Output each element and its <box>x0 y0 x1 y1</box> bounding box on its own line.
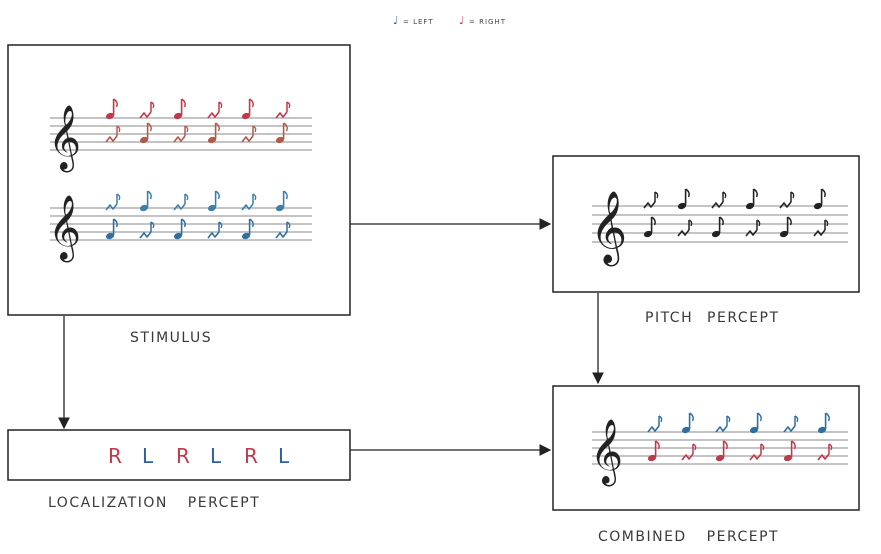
rest-lower <box>681 443 697 461</box>
note-lower <box>715 440 728 462</box>
localization-letter: L <box>210 444 222 468</box>
note-lower <box>105 218 118 240</box>
combined-percept-staff: 𝄞 <box>590 412 848 486</box>
stimulus-blue-staff: 𝄞 <box>48 190 312 262</box>
note-lower <box>779 216 792 238</box>
rest-lower <box>241 125 257 143</box>
rest-lower <box>105 125 121 143</box>
note-upper <box>677 188 690 210</box>
note-lower <box>173 218 186 240</box>
localization-percept-label: LOCALIZATION PERCEPT <box>48 495 260 511</box>
note-lower <box>207 122 220 144</box>
stimulus-label: STIMULUS <box>130 330 212 346</box>
note-upper <box>105 98 118 120</box>
localization-letter: R <box>244 444 258 468</box>
stimulus-red-staff: 𝄞 <box>48 98 312 172</box>
legend-right-label: = RIGHT <box>469 18 506 26</box>
note-upper <box>749 412 762 434</box>
note-lower <box>711 216 724 238</box>
rest-lower <box>745 219 761 237</box>
rest-upper <box>783 415 799 433</box>
rest-upper <box>779 191 795 209</box>
rest-upper <box>715 415 731 433</box>
rest-upper <box>275 101 291 119</box>
rest-lower <box>139 221 155 239</box>
legend-left-note-icon: ♩ <box>393 14 398 27</box>
rest-lower <box>173 125 189 143</box>
rest-lower <box>817 443 833 461</box>
note-upper <box>681 412 694 434</box>
rest-lower <box>749 443 765 461</box>
localization-percept-box <box>7 429 351 481</box>
rest-lower <box>677 219 693 237</box>
rest-lower <box>207 221 223 239</box>
localization-letter: L <box>278 444 290 468</box>
note-lower <box>643 216 656 238</box>
note-upper <box>207 190 220 212</box>
note-upper <box>745 188 758 210</box>
rest-upper <box>241 193 257 211</box>
combined-percept-label: COMBINED PERCEPT <box>598 529 779 545</box>
localization-letter: L <box>142 444 154 468</box>
rest-upper <box>647 415 663 433</box>
note-upper <box>275 190 288 212</box>
legend-right-note-icon: ♩ <box>459 14 464 27</box>
pitch-percept-staff: 𝄞 <box>590 188 848 266</box>
localization-letter: R <box>108 444 122 468</box>
rest-lower <box>275 221 291 239</box>
note-upper <box>813 188 826 210</box>
rest-upper <box>105 193 121 211</box>
legend-left-label: = LEFT <box>403 18 434 26</box>
combined-percept-box <box>552 385 860 511</box>
treble-clef-icon: 𝄞 <box>48 195 81 262</box>
treble-clef-icon: 𝄞 <box>590 419 623 486</box>
note-lower <box>783 440 796 462</box>
rest-upper <box>711 191 727 209</box>
stimulus-box <box>7 44 351 316</box>
treble-clef-icon: 𝄞 <box>48 105 81 172</box>
note-upper <box>817 412 830 434</box>
rest-upper <box>207 101 223 119</box>
rest-lower <box>813 219 829 237</box>
note-lower <box>241 218 254 240</box>
rest-upper <box>173 193 189 211</box>
note-lower <box>647 440 660 462</box>
note-lower <box>275 122 288 144</box>
localization-letter: R <box>176 444 190 468</box>
pitch-percept-box <box>552 155 860 293</box>
rest-upper <box>139 101 155 119</box>
note-upper <box>241 98 254 120</box>
treble-clef-icon: 𝄞 <box>590 190 627 266</box>
rest-upper <box>643 191 659 209</box>
note-upper <box>173 98 186 120</box>
pitch-percept-label: PITCH PERCEPT <box>645 310 780 326</box>
note-upper <box>139 190 152 212</box>
legend: ♩ = LEFT ♩ = RIGHT <box>393 14 506 27</box>
note-lower <box>139 122 152 144</box>
